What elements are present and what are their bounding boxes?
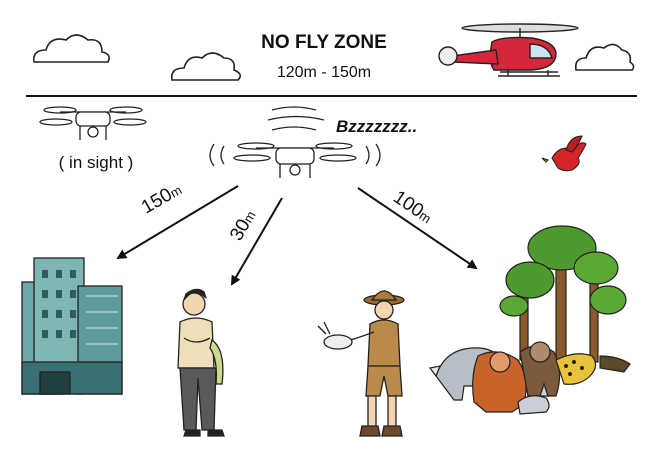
- svg-text:100m: 100m: [389, 187, 436, 228]
- cloud-icon: [32, 34, 110, 63]
- bird-icon: [541, 135, 587, 172]
- person-icon: [177, 288, 225, 437]
- helicopter-icon: [438, 23, 579, 77]
- distance-label-person: 30m: [226, 206, 260, 244]
- ranger-icon: [317, 290, 405, 437]
- cloud-icon: [170, 52, 242, 81]
- distance-label-wildlife: 100m: [389, 187, 436, 228]
- drone-caption: ( in sight ): [59, 153, 134, 172]
- page-title: NO FLY ZONE: [261, 32, 387, 53]
- animals-icon: [428, 341, 631, 415]
- arrow-to-person: [230, 197, 283, 286]
- arrow-to-building: [116, 185, 239, 260]
- svg-text:30m: 30m: [226, 206, 260, 244]
- drone-icon: [209, 106, 381, 178]
- drone-sound: Bzzzzzzz..: [336, 117, 417, 136]
- cloud-icon: [574, 43, 635, 71]
- drone-icon: [39, 106, 147, 140]
- distance-label-building: 150m: [138, 179, 185, 218]
- building-icon: [21, 257, 123, 395]
- tree-icon: [499, 225, 627, 373]
- altitude-range: 120m - 150m: [277, 64, 371, 81]
- svg-text:150m: 150m: [138, 179, 185, 218]
- arrow-to-wildlife: [357, 187, 478, 270]
